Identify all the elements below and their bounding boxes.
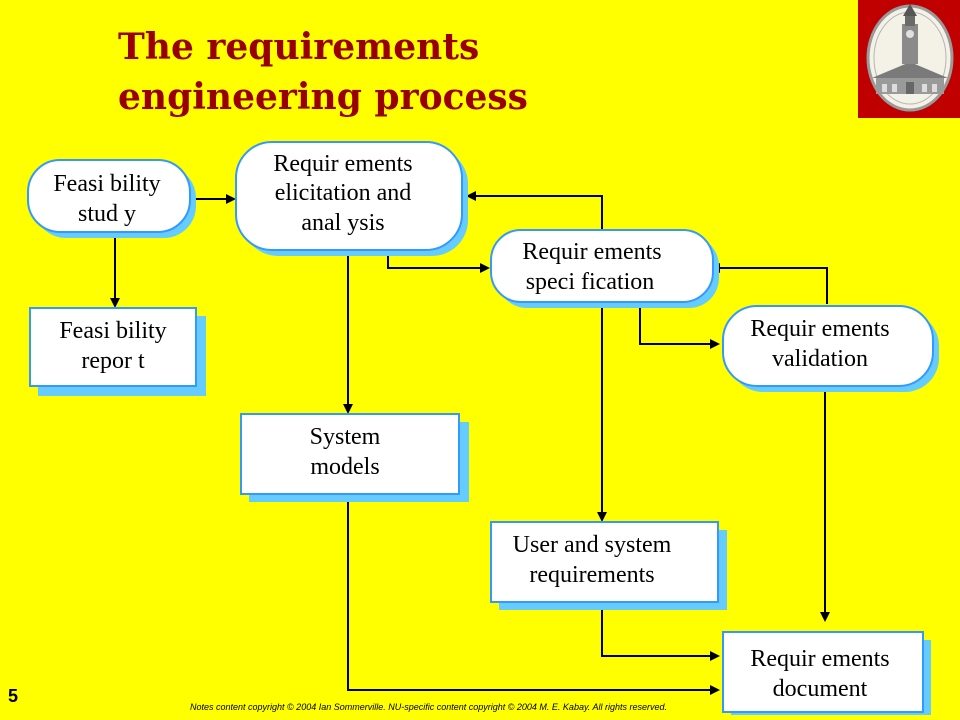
node-requirements-specification: Requir ements speci fication bbox=[490, 229, 719, 308]
node-user-system-requirements-line-1: User and system bbox=[513, 532, 672, 558]
node-feasibility-study-line-1: Feasi bility bbox=[53, 171, 160, 197]
node-requirements-specification-line-1: Requir ements bbox=[522, 239, 661, 265]
node-feasibility-report-line-2: repor t bbox=[81, 348, 145, 374]
node-requirements-validation: Requir ements validation bbox=[722, 305, 939, 392]
node-requirements-validation-line-2: validation bbox=[772, 346, 868, 372]
node-requirements-elicitation-line-2: elicitation and bbox=[275, 180, 412, 206]
node-system-models: System models bbox=[240, 413, 469, 502]
node-feasibility-study: Feasi bility stud y bbox=[27, 159, 196, 238]
node-user-system-requirements-line-2: requirements bbox=[529, 562, 654, 588]
node-requirements-document: Requir ements document bbox=[722, 631, 931, 715]
node-requirements-elicitation-line-3: anal ysis bbox=[301, 210, 384, 236]
node-requirements-validation-line-1: Requir ements bbox=[750, 316, 889, 342]
node-system-models-line-1: System bbox=[310, 424, 381, 450]
node-requirements-elicitation-line-1: Requir ements bbox=[273, 151, 412, 177]
arrow-spec-to-validation bbox=[639, 308, 720, 349]
slide-title: The requirements engineering process bbox=[118, 22, 528, 122]
title-line-2: engineering process bbox=[118, 76, 528, 118]
node-requirements-elicitation: Requir ements elicitation and anal ysis bbox=[235, 141, 468, 256]
arrows bbox=[110, 191, 830, 695]
arrow-validation-to-spec bbox=[710, 263, 828, 304]
node-feasibility-report: Feasi bility repor t bbox=[29, 307, 206, 396]
arrow-user-reqs-to-document bbox=[601, 604, 720, 661]
copyright-footer: Notes content copyright © 2004 Ian Somme… bbox=[190, 702, 667, 712]
arrow-elicitation-to-spec bbox=[387, 256, 490, 273]
arrow-models-to-document bbox=[347, 496, 720, 695]
slide-number: 5 bbox=[8, 686, 19, 706]
node-feasibility-study-line-2: stud y bbox=[78, 201, 136, 227]
node-feasibility-report-line-1: Feasi bility bbox=[59, 318, 166, 344]
node-requirements-document-line-1: Requir ements bbox=[750, 646, 889, 672]
node-system-models-line-2: models bbox=[310, 454, 379, 480]
title-line-1: The requirements bbox=[118, 26, 480, 68]
node-requirements-specification-line-2: speci fication bbox=[526, 269, 655, 295]
node-requirements-document-line-2: document bbox=[773, 676, 868, 702]
node-user-system-requirements: User and system requirements bbox=[490, 521, 727, 610]
university-logo bbox=[858, 0, 960, 118]
